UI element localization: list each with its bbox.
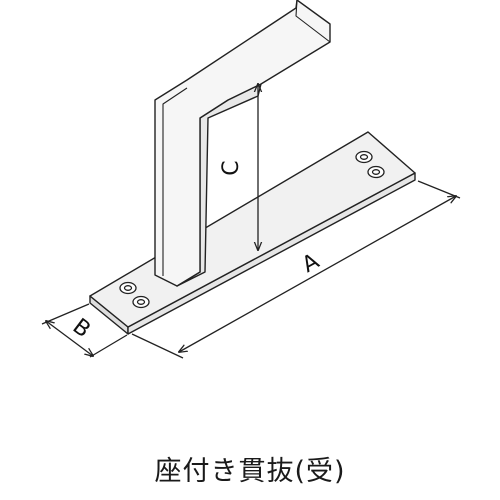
screw-holes <box>119 150 385 309</box>
caption: 座付き貫抜(受) <box>154 456 346 487</box>
dimension-a <box>131 180 461 359</box>
dimension-a-line <box>179 196 456 352</box>
screw-hole-back-upper <box>355 150 373 164</box>
screw-hole-front-upper <box>119 281 137 295</box>
screw-hole-back-lower <box>367 165 385 179</box>
dimension-b-line <box>46 321 93 356</box>
dimension-b <box>41 303 128 357</box>
screw-hole-front-lower <box>132 295 150 309</box>
dimension-c-label: C <box>219 160 244 175</box>
dimension-b-label: B <box>68 314 95 343</box>
dimension-a-label: A <box>298 249 323 278</box>
